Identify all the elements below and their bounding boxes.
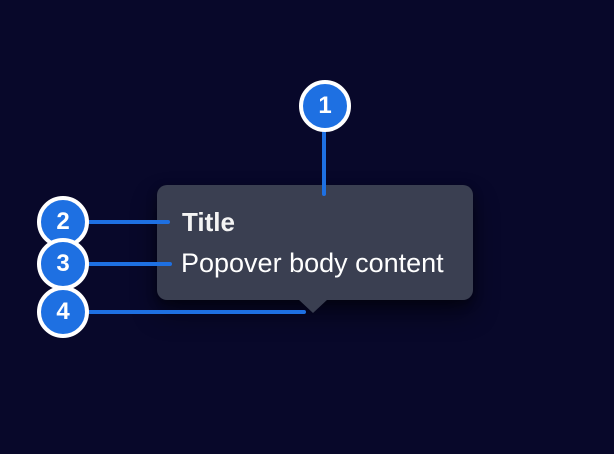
callout-line-4 (63, 310, 306, 314)
callout-line-3 (63, 262, 172, 266)
callout-line-1 (322, 120, 326, 196)
popover-title: Title (182, 207, 235, 237)
popover-caret (298, 299, 328, 313)
callout-badge-4: 4 (37, 286, 89, 338)
callout-line-2 (63, 220, 170, 224)
popover-body-text: Popover body content (181, 248, 444, 278)
callout-badge-1: 1 (299, 80, 351, 132)
callout-badge-3: 3 (37, 238, 89, 290)
popover: Title Popover body content (157, 185, 473, 313)
